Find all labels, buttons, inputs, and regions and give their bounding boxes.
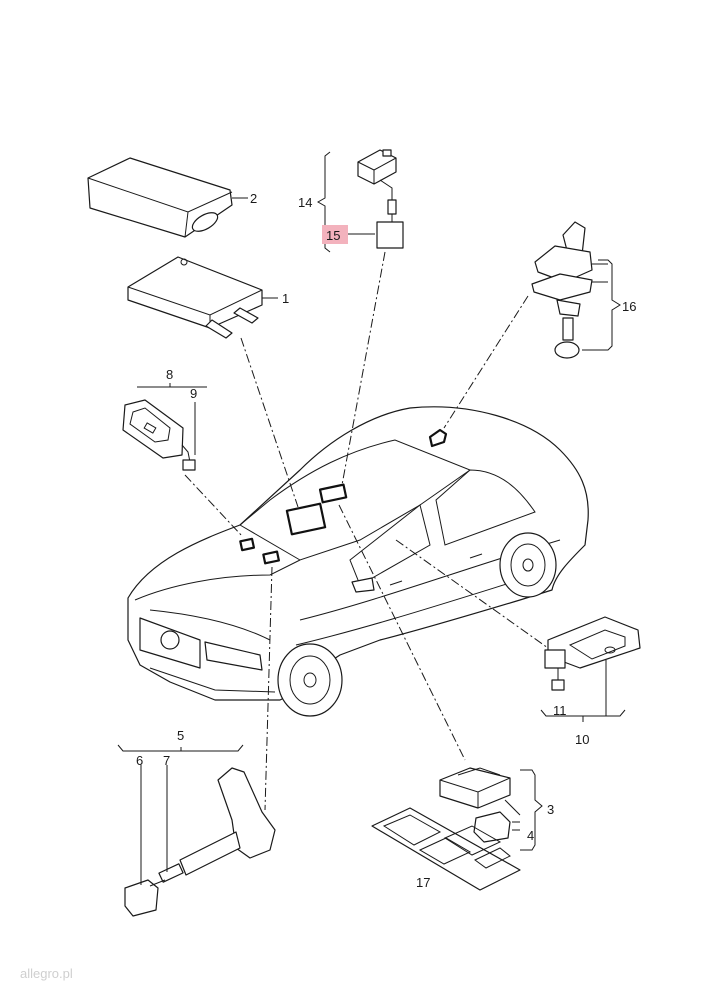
callout-4: 4 — [527, 828, 534, 843]
part-10-11-module — [540, 616, 641, 722]
callout-2: 2 — [250, 191, 257, 206]
part-3-4-module — [439, 767, 543, 851]
callout-7: 7 — [163, 753, 170, 768]
part-1-control-unit — [127, 256, 278, 339]
callout-3: 3 — [547, 802, 554, 817]
callout-14: 14 — [298, 195, 312, 210]
watermark: allegro.pl — [20, 966, 73, 981]
part-16-antenna — [531, 221, 621, 359]
callout-9: 9 — [190, 386, 197, 401]
callout-6: 6 — [136, 753, 143, 768]
part-8-9-switch-panel — [122, 383, 207, 471]
callout-1: 1 — [282, 291, 289, 306]
car-illustration — [127, 406, 589, 717]
callout-5: 5 — [177, 728, 184, 743]
part-5-6-7-lever — [117, 744, 276, 917]
callout-15: 15 — [326, 228, 340, 243]
part-14-15-sensor — [316, 149, 404, 253]
callout-15-highlight — [322, 225, 348, 244]
callout-8: 8 — [166, 367, 173, 382]
car-markers — [239, 428, 448, 565]
part-17-strip — [371, 807, 521, 891]
leader-lines — [184, 251, 549, 811]
callout-16: 16 — [622, 299, 636, 314]
callout-10: 10 — [575, 732, 589, 747]
callout-17: 17 — [416, 875, 430, 890]
callouts: 2 1 14 15 16 8 9 11 10 5 6 7 3 4 17 — [136, 191, 636, 890]
callout-11: 11 — [553, 703, 567, 718]
part-2-cover — [87, 157, 248, 238]
